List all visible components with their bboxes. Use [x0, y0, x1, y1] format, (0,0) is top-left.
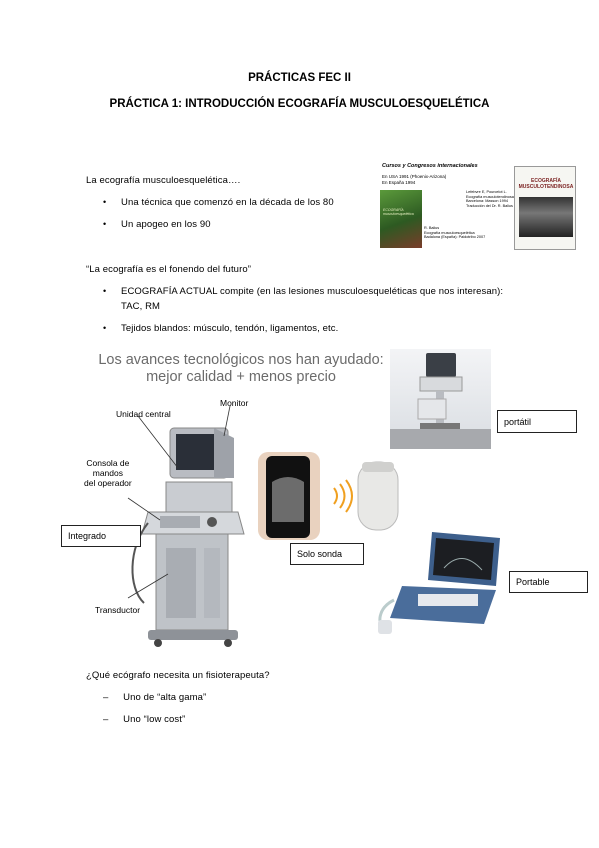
- label-transductor: Transductor: [95, 605, 141, 615]
- label-box-portable: Portable: [509, 571, 588, 593]
- books-refs-1: Lefebvre E, Pourcelot L. Ecografía muscu…: [466, 190, 515, 208]
- book-right-image: [519, 197, 573, 237]
- books-panel: Cursos y Congresos internacionales En US…: [378, 160, 578, 252]
- page-title: PRÁCTICAS FEC II: [248, 72, 351, 84]
- label-consola: Consola de mandos del operador: [84, 458, 132, 488]
- label-monitor: Monitor: [220, 398, 249, 408]
- label-box-portatil: portátil: [497, 410, 577, 433]
- intro-bullet-1: • Una técnica que comenzó en la década d…: [103, 197, 334, 208]
- intro-bullet-1-text: Una técnica que comenzó en la década de …: [121, 197, 334, 208]
- portatil-photo: [390, 349, 491, 449]
- books-ref: Ecografía musculoesquelética: [424, 230, 475, 235]
- label-box-solo-sonda: Solo sonda: [290, 543, 364, 565]
- books-ref: Badalona (España): Paidotribo 2007: [424, 235, 486, 240]
- intro-bullet-2-text: Un apogeo en los 90: [121, 219, 211, 230]
- book-right-title: ECOGRAFÍA MUSCULOTENDINOSA: [518, 178, 574, 190]
- question-item-2: – Uno “low cost”: [103, 714, 185, 725]
- label-box-integrado: Integrado: [61, 525, 141, 547]
- books-ref: R. Balius: [424, 226, 440, 230]
- quote-bullet-2: • Tejidos blandos: músculo, tendón, liga…: [103, 323, 338, 334]
- intro-heading: La ecografía musculoesquelética….: [86, 175, 241, 186]
- label-unidad-central: Unidad central: [116, 409, 171, 419]
- bullet-icon: •: [103, 286, 107, 296]
- question-item-1: – Uno de “alta gama”: [103, 692, 206, 703]
- portable-ultrasound-icon: [378, 532, 500, 634]
- quote-bullet-2-text: Tejidos blandos: músculo, tendón, ligame…: [121, 323, 339, 334]
- label-consola-2: mandos: [92, 468, 123, 478]
- portable-photo: [372, 528, 504, 640]
- books-ref: Traducción del Dr. R. Balius: [466, 203, 513, 208]
- question-item-2-text: Uno “low cost”: [123, 714, 186, 725]
- figure-headline-line-1: Los avances tecnológicos nos han ayudado…: [98, 352, 384, 368]
- quote-bullet-1: • ECOGRAFÍA ACTUAL compite (en las lesio…: [103, 286, 503, 297]
- question-item-1-text: Uno de “alta gama”: [123, 692, 207, 703]
- question-heading: ¿Qué ecógrafo necesita un fisioterapeuta…: [86, 670, 270, 681]
- label-consola-3: del operador: [84, 478, 132, 488]
- integrated-ultrasound-illustration: [127, 405, 245, 647]
- bullet-icon: •: [103, 323, 107, 333]
- figure-headline: Los avances tecnológicos nos han ayudado…: [96, 352, 386, 386]
- dash-icon: –: [103, 714, 109, 725]
- label-consola-1: Consola de: [86, 458, 130, 468]
- bullet-icon: •: [103, 219, 107, 229]
- quote-heading: “La ecografía es el fonendo del futuro”: [86, 264, 251, 275]
- book-cover-right: ECOGRAFÍA MUSCULOTENDINOSA: [514, 166, 576, 250]
- bullet-icon: •: [103, 197, 107, 207]
- books-refs-2: R. Balius Ecografía musculoesquelética B…: [424, 226, 485, 240]
- dash-icon: –: [103, 692, 109, 703]
- quote-bullet-1-text: ECOGRAFÍA ACTUAL compite (en las lesione…: [121, 286, 504, 297]
- books-ref: Ecografía musculotendinosa.: [466, 194, 515, 199]
- book-cover-left: ECOGRAFÍA musculoesquelética: [380, 190, 422, 248]
- books-panel-header: Cursos y Congresos internacionales: [382, 163, 478, 169]
- intro-bullet-2: • Un apogeo en los 90: [103, 219, 211, 230]
- quote-bullet-1-cont: TAC, RM: [121, 301, 161, 312]
- cart-ultrasound-icon: [390, 353, 491, 449]
- books-ref: Barcelona: Masson 1994: [466, 199, 509, 204]
- books-ref: Lefebvre E, Pourcelot L.: [466, 190, 507, 194]
- books-line: En España 1994: [382, 180, 416, 185]
- books-line: En USA 1991 (Phoenix-Arizona): [382, 174, 447, 179]
- figure-headline-line-2: mejor calidad + menos precio: [146, 369, 336, 385]
- books-panel-lines: En USA 1991 (Phoenix-Arizona) En España …: [382, 174, 446, 186]
- wireless-probe-illustration: [258, 452, 399, 540]
- book-left-title: ECOGRAFÍA musculoesquelética: [383, 208, 414, 216]
- page-subtitle: PRÁCTICA 1: INTRODUCCIÓN ECOGRAFÍA MUSCU…: [109, 98, 490, 110]
